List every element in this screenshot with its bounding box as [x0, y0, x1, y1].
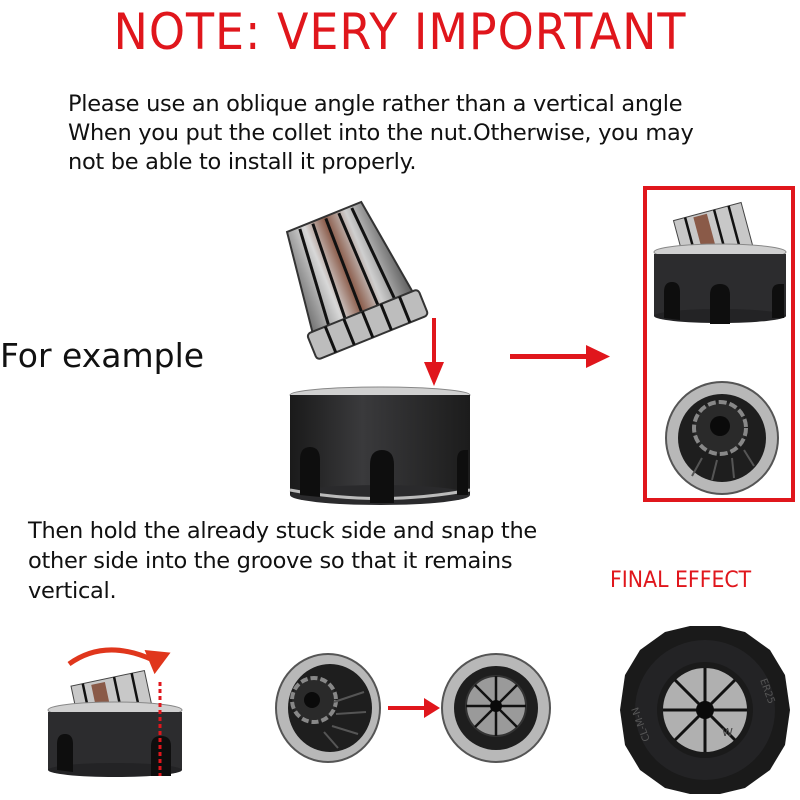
- instruction-line-3: not be able to install it properly.: [68, 149, 417, 175]
- step2-line-1: Then hold the already stuck side and sna…: [28, 518, 537, 544]
- tilted-collet-image: [265, 200, 445, 370]
- collet-straight-top-image: [440, 650, 552, 768]
- page-title: NOTE: VERY IMPORTANT: [113, 3, 687, 61]
- instruction-text: Please use an oblique angle rather than …: [68, 90, 798, 177]
- right-arrow-icon: [510, 345, 610, 369]
- example-label: For example: [0, 336, 205, 375]
- result-highlight-box: [643, 186, 795, 502]
- final-effect-label: FINAL EFFECT: [610, 568, 752, 593]
- snap-rotation-image: [45, 640, 185, 780]
- down-arrow-icon: [424, 318, 444, 388]
- collet-mark: W: [722, 726, 733, 739]
- collet-nut-image: [285, 385, 475, 510]
- step2-text: Then hold the already stuck side and sna…: [28, 516, 628, 606]
- collet-inserted-side-image: [652, 200, 788, 330]
- instruction-line-1: Please use an oblique angle rather than …: [68, 91, 683, 117]
- step2-line-3: vertical.: [28, 578, 117, 604]
- step2-line-2: other side into the groove so that it re…: [28, 548, 513, 574]
- collet-inserted-top-image: [662, 378, 780, 498]
- final-effect-image: W ER25 CL-M-N: [610, 620, 798, 798]
- instruction-line-2: When you put the collet into the nut.Oth…: [68, 120, 694, 146]
- right-arrow-small-icon: [388, 698, 440, 718]
- collet-tilted-top-image: [274, 652, 384, 767]
